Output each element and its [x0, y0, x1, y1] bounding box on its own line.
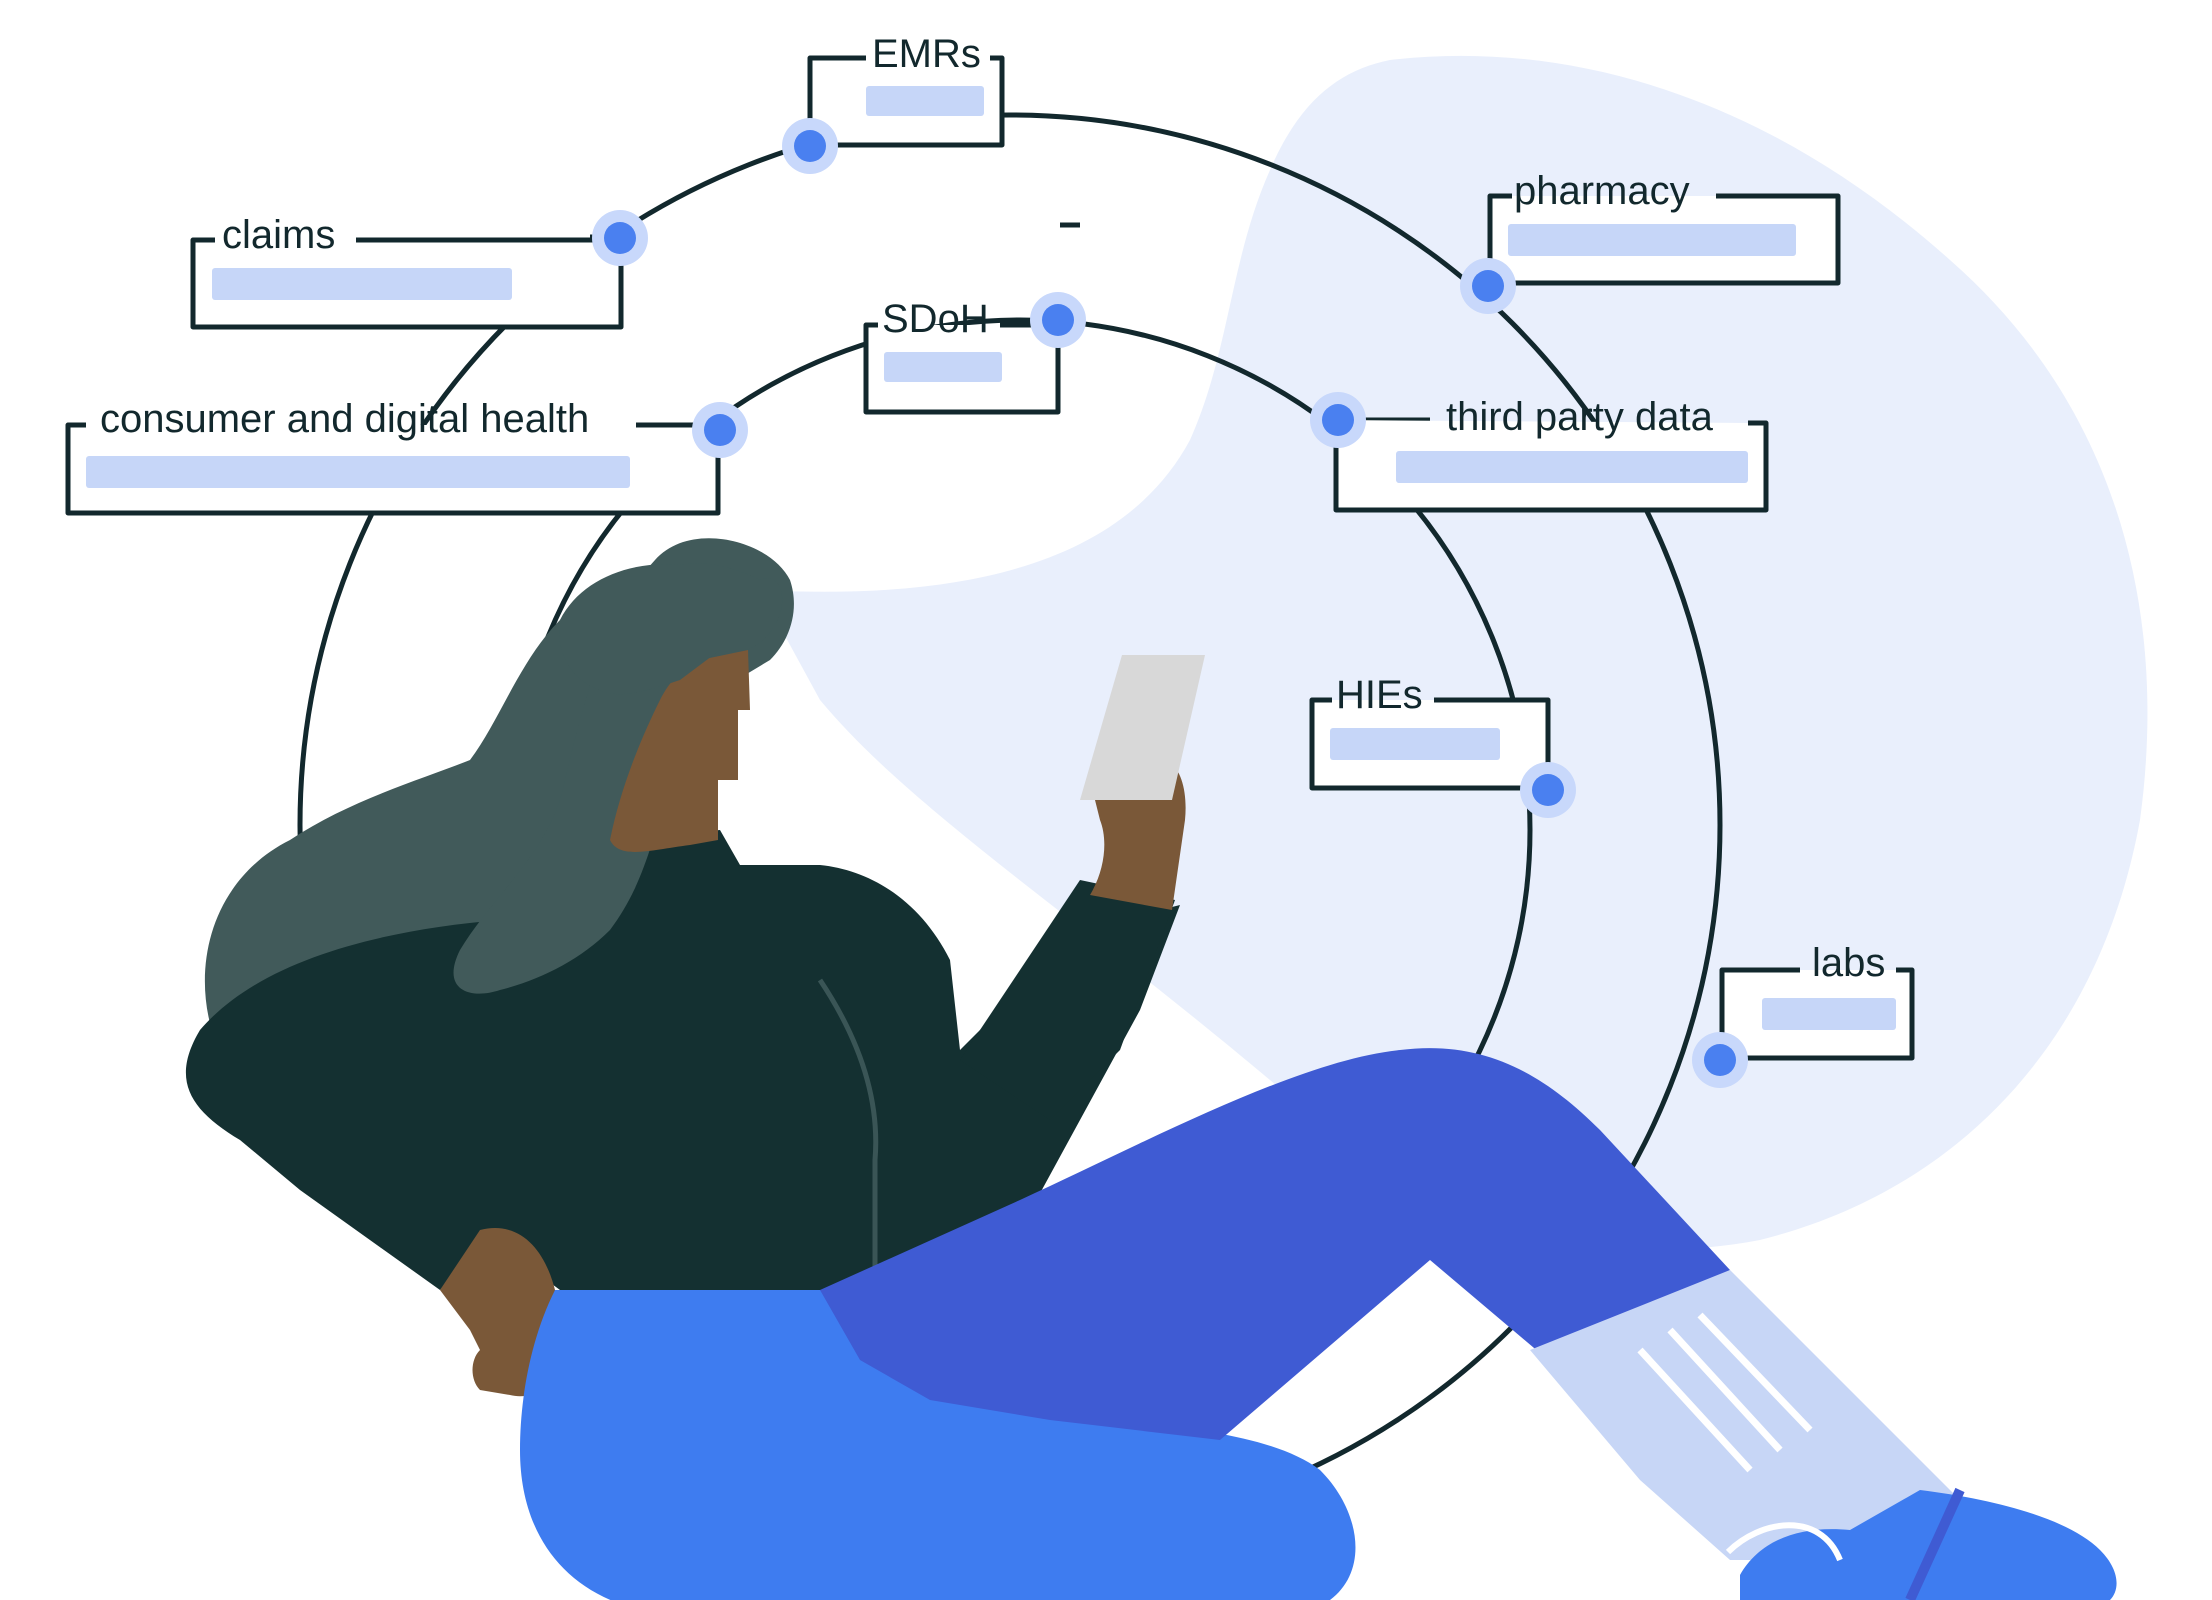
node-dot [1030, 292, 1086, 348]
face [610, 650, 750, 852]
placeholder-bar [884, 352, 1002, 382]
hand-left [440, 1228, 560, 1397]
source-label-hies: HIEs [1336, 673, 1423, 717]
placeholder-bar [866, 86, 984, 116]
sweater [185, 830, 1180, 1290]
node-dot [782, 118, 838, 174]
source-card-consumer-digital-health: consumer and digital health [65, 397, 721, 516]
placeholder-bar [1762, 998, 1896, 1030]
source-label-pharmacy: pharmacy [1514, 169, 1690, 213]
source-card-labs: labs [1719, 941, 1915, 1061]
arm [960, 880, 1175, 1120]
pants-seat [520, 1290, 1356, 1600]
node-dot [1460, 258, 1516, 314]
node-dot [1310, 392, 1366, 448]
placeholder-bar [1396, 451, 1748, 483]
source-card-claims: claims [190, 213, 624, 330]
sock-stripes [1637, 1312, 1813, 1473]
source-card-emrs: EMRs [807, 32, 1005, 148]
shoe [1740, 1490, 2117, 1600]
node-dot [692, 402, 748, 458]
source-label-claims: claims [222, 213, 335, 257]
placeholder-bar [1508, 224, 1796, 256]
source-label-emrs: EMRs [872, 32, 981, 76]
phone [1080, 655, 1205, 800]
hair-top [559, 563, 783, 695]
source-label-labs: labs [1812, 941, 1885, 985]
source-card-hies: HIEs [1309, 673, 1551, 791]
nodes [592, 118, 1748, 1088]
placeholder-bar [212, 268, 512, 300]
placeholder-bar [86, 456, 630, 488]
source-label-sdoh: SDoH [882, 297, 989, 341]
node-dot [1692, 1032, 1748, 1088]
pants-leg [820, 1048, 1730, 1440]
node-dot [1520, 762, 1576, 818]
placeholder-bar [1330, 728, 1500, 760]
source-card-third-party-data: third party data [1333, 395, 1769, 513]
source-label-third-party: third party data [1446, 395, 1714, 439]
source-card-sdoh: SDoH [863, 297, 1061, 415]
source-card-pharmacy: pharmacy [1487, 169, 1841, 286]
woman-reading-phone-icon [185, 538, 2117, 1600]
sweater-seam [817, 978, 879, 1290]
source-label-consumer: consumer and digital health [100, 397, 589, 441]
shoe-detail [1905, 1487, 1965, 1600]
background-blob [760, 55, 2148, 1250]
shoe-heel-arc [1725, 1522, 1843, 1562]
node-dot [592, 210, 648, 266]
